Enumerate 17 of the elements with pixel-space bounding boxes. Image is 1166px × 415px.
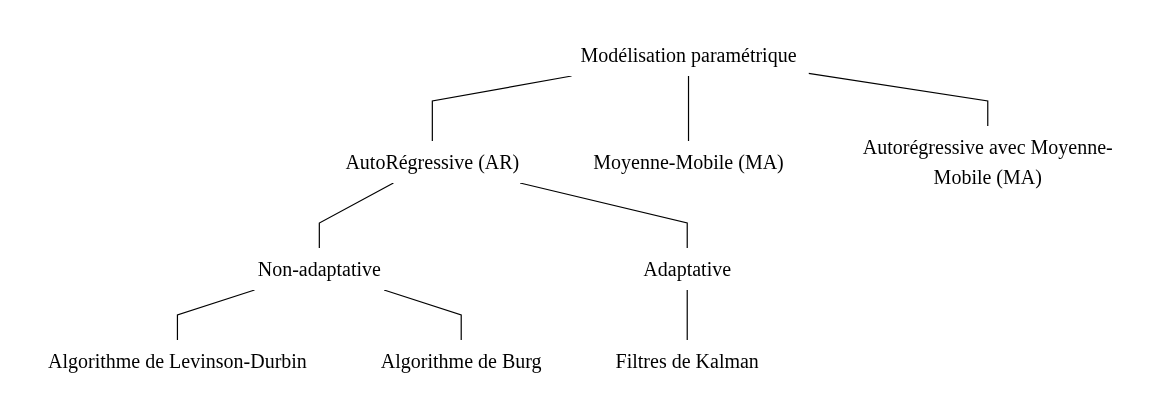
connector [688, 74, 690, 142]
node-text: Non-adaptative [257, 257, 382, 280]
connector [431, 74, 573, 142]
node-text: Modélisation paramétrique [580, 43, 797, 66]
connector [318, 181, 395, 249]
connector [519, 181, 688, 249]
node-text: Adaptative [643, 257, 732, 280]
node-text: Algorithme de Burg [380, 349, 542, 372]
connector [686, 288, 688, 341]
connector [176, 288, 256, 341]
node-text: Autorégressive avec Moyenne-Mobile (MA) [862, 135, 1113, 188]
connector [383, 288, 462, 341]
node-text: Moyenne-Mobile (MA) [593, 150, 784, 173]
node-text: Filtres de Kalman [615, 349, 759, 372]
connector [808, 72, 989, 127]
node-text: Algorithme de Levinson-Durbin [48, 349, 307, 372]
node-text: AutoRégressive (AR) [345, 150, 520, 173]
